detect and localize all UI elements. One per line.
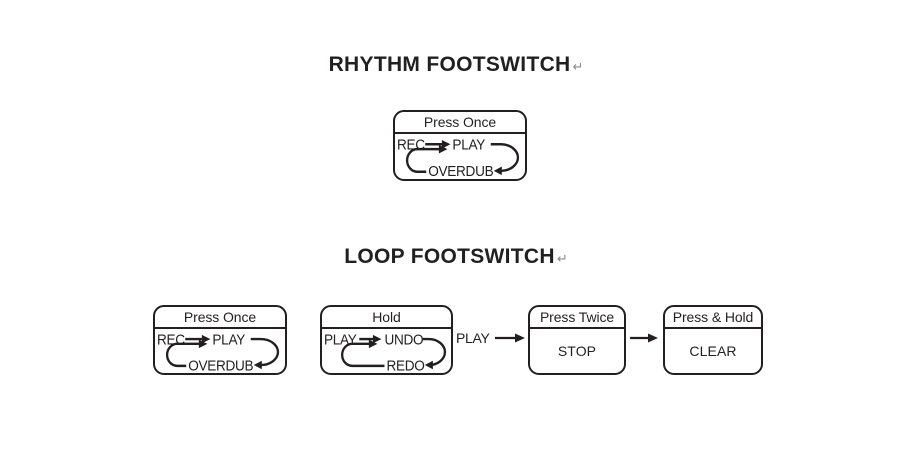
box-header: Hold [322,307,451,329]
rec-to-play-arrowhead-icon [441,139,451,149]
rec-to-play-arrowhead-icon [201,334,211,343]
loop-rec-cycle-diagram: REC PLAY OVERDUB [155,329,285,374]
box-header: Press Once [395,112,525,134]
state-overdub: OVERDUB [188,357,253,373]
play-undo-redo-cycle: PLAY UNDO REDO [324,331,447,373]
box-header: Press Once [155,307,285,329]
state-rec: REC [397,136,425,153]
state-play: PLAY [324,331,357,347]
rhythm-section-title: RHYTHM FOOTSWITCH↵ [0,53,912,80]
clear-action-area: CLEAR [665,329,761,374]
overdub-to-play-arrowhead-icon [438,144,448,153]
overdub-to-play-curve [166,342,200,367]
play-to-overdub-curve [250,337,280,366]
overdub-to-play-arrowhead-icon [198,339,208,348]
return-mark-icon: ↵ [572,60,584,75]
box-header: Press Twice [530,307,624,329]
stop-action-area: STOP [530,329,624,374]
undo-to-redo-arrowhead-icon [424,360,433,369]
arrow-right-icon [630,333,658,343]
rec-play-overdub-cycle: REC PLAY OVERDUB [397,136,520,179]
play-transition: PLAY [456,330,527,346]
state-overdub: OVERDUB [428,162,493,179]
loop-title-text: LOOP FOOTSWITCH [344,245,555,268]
rhythm-press-once-box: Press Once REC PLAY OVERDUB [393,110,527,181]
loop-press-once-box: Press Once REC PLAY OVERDUB [153,305,287,375]
state-undo: UNDO [384,331,423,347]
play-to-overdub-arrowhead-icon [253,360,262,369]
action-clear: CLEAR [689,342,737,359]
overdub-to-play-curve [406,147,440,173]
redo-to-undo-arrowhead-icon [368,339,378,348]
loop-section-title: LOOP FOOTSWITCH↵ [0,245,912,272]
undo-to-redo-curve [422,337,447,366]
play-to-overdub-arrowhead-icon [493,166,502,175]
arrow-right-icon [494,333,525,343]
state-redo: REDO [387,357,425,373]
return-mark-icon: ↵ [556,252,568,267]
rhythm-title-text: RHYTHM FOOTSWITCH [328,53,571,76]
play-to-overdub-curve [490,142,520,172]
rhythm-cycle-diagram: REC PLAY OVERDUB [395,134,525,180]
loop-press-twice-box: Press Twice STOP [528,305,626,375]
loop-hold-box: Hold PLAY UNDO REDO [320,305,453,375]
redo-to-undo-curve [341,342,385,367]
state-play: PLAY [212,331,245,347]
box-header: Press & Hold [665,307,761,329]
loop-undo-cycle-diagram: PLAY UNDO REDO [322,329,451,374]
transition-play-label: PLAY [456,330,490,346]
action-stop: STOP [557,342,597,359]
rec-play-overdub-cycle: REC PLAY OVERDUB [157,331,280,373]
state-play: PLAY [452,136,485,153]
loop-press-hold-box: Press & Hold CLEAR [663,305,763,375]
state-rec: REC [157,331,185,347]
play-to-undo-arrowhead-icon [372,334,382,343]
